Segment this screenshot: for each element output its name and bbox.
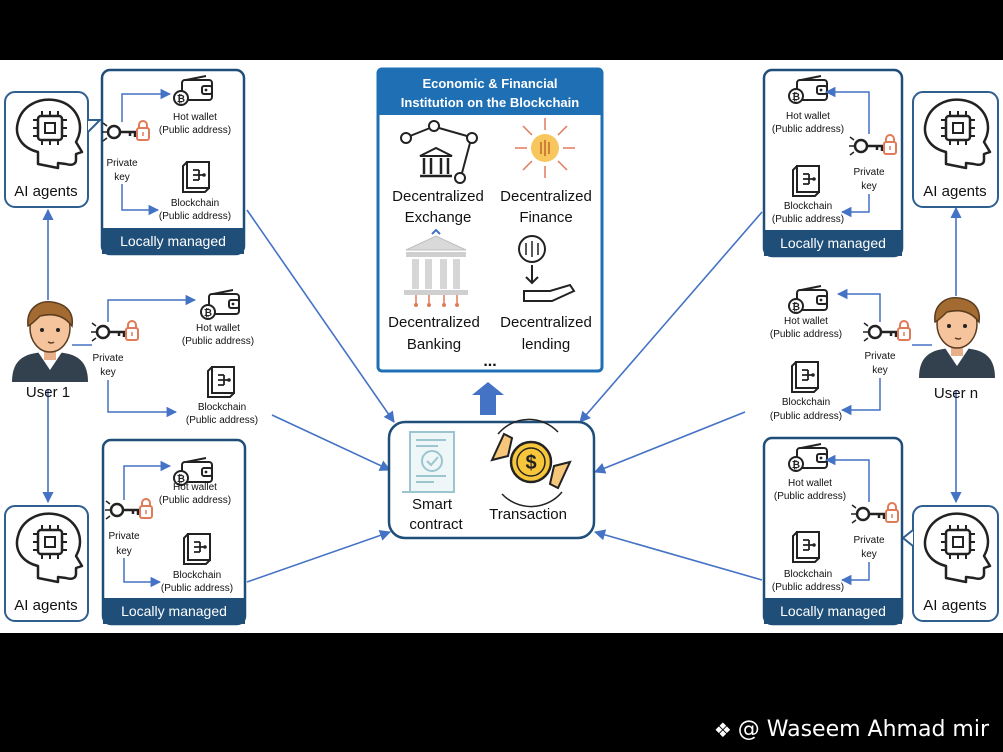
- banking-line1: Decentralized: [388, 314, 480, 331]
- wallet-panel-bottom-left: Locally managed Hot wallet (Public addre…: [101, 438, 247, 626]
- ai-agents-label: AI agents: [14, 183, 77, 200]
- institution-title-line1: Economic & Financial: [422, 76, 557, 91]
- hot-wallet-label: Hot wallet: [196, 323, 240, 334]
- lending-hand-icon: [518, 235, 576, 302]
- hub-panel: Smart contract $ Transaction: [387, 418, 596, 540]
- wallet-group-middle-left: Hot wallet (Public address) Private key …: [89, 289, 258, 426]
- key-label: key: [114, 172, 130, 183]
- finance-line2: Finance: [519, 209, 572, 226]
- key-label: key: [872, 365, 888, 376]
- private-label: Private: [106, 158, 138, 169]
- wallet-group-middle-right: Hot wallet (Public address) Private key …: [770, 285, 912, 422]
- lending-line1: Decentralized: [500, 314, 592, 331]
- public-address-label: (Public address): [772, 124, 844, 135]
- watermark-text: @ Waseem Ahmad mir: [737, 717, 989, 742]
- public-address-label: (Public address): [159, 495, 231, 506]
- public-address-label: (Public address): [186, 415, 258, 426]
- exchange-network-icon: [400, 120, 478, 184]
- user-1-label: User 1: [26, 384, 70, 401]
- public-address-label: (Public address): [159, 125, 231, 136]
- private-label: Private: [853, 535, 885, 546]
- locally-managed-label: Locally managed: [780, 603, 886, 619]
- wallet-panel-top-left: Locally managed Hot wallet (Public addre…: [100, 68, 246, 256]
- hot-wallet-label: Hot wallet: [173, 482, 217, 493]
- connection-arrows: [42, 206, 962, 583]
- public-address-label: (Public address): [182, 336, 254, 347]
- coin-icon: [788, 298, 804, 314]
- ai-agents-box-bottom-left: AI agents: [4, 505, 89, 622]
- finance-bulb-icon: [515, 118, 575, 178]
- hot-wallet-label: Hot wallet: [788, 478, 832, 489]
- public-address-label: (Public address): [772, 214, 844, 225]
- lending-line2: lending: [522, 336, 570, 353]
- blockchain-icon: [791, 361, 819, 393]
- exchange-line1: Decentralized: [392, 188, 484, 205]
- hot-wallet-label: Hot wallet: [784, 316, 828, 327]
- private-label: Private: [108, 531, 140, 542]
- wallet-panel-top-right: Locally managed Hot wallet (Public addre…: [762, 68, 904, 258]
- user-avatar-icon: [918, 296, 996, 379]
- ai-agents-label: AI agents: [923, 597, 986, 614]
- hot-wallet-label: Hot wallet: [786, 111, 830, 122]
- private-label: Private: [864, 351, 896, 362]
- smart-contract-icon: [402, 431, 455, 493]
- ai-agents-box-top-right: AI agents: [912, 91, 999, 208]
- public-address-label: (Public address): [774, 491, 846, 502]
- banking-line2: Banking: [407, 336, 461, 353]
- private-key-icon: [89, 319, 140, 343]
- private-label: Private: [92, 353, 124, 364]
- coin-icon: [173, 90, 189, 106]
- public-address-label: (Public address): [161, 583, 233, 594]
- locally-managed-label: Locally managed: [780, 235, 886, 251]
- diagram-canvas: ₿: [0, 60, 1003, 633]
- key-label: key: [100, 367, 116, 378]
- ai-agents-label: AI agents: [14, 597, 77, 614]
- public-address-label: (Public address): [159, 211, 231, 222]
- key-label: key: [116, 546, 132, 557]
- up-arrow: [472, 382, 504, 415]
- key-label: key: [861, 549, 877, 560]
- finance-line1: Decentralized: [500, 188, 592, 205]
- transaction-label: Transaction: [489, 506, 567, 523]
- wallet-panel-bottom-right: Locally managed Hot wallet (Public addre…: [762, 436, 904, 626]
- key-label: key: [861, 181, 877, 192]
- diamond-logo-icon: ❖: [713, 717, 732, 742]
- exchange-line2: Exchange: [405, 209, 472, 226]
- blockchain-label: Blockchain: [171, 198, 219, 209]
- blockchain-label: Blockchain: [173, 570, 221, 581]
- bank-building-icon: [404, 228, 468, 307]
- more-ellipsis: ...: [483, 353, 496, 370]
- institution-title-line2: Institution on the Blockchain: [401, 95, 579, 110]
- ai-agents-label: AI agents: [923, 183, 986, 200]
- coin-icon: [788, 88, 804, 104]
- locally-managed-label: Locally managed: [120, 233, 226, 249]
- locally-managed-label: Locally managed: [121, 603, 227, 619]
- coin-icon: [788, 456, 804, 472]
- ai-agents-box-bottom-right: AI agents: [901, 505, 999, 622]
- public-address-label: (Public address): [770, 411, 842, 422]
- public-address-label: (Public address): [770, 329, 842, 340]
- blockchain-label: Blockchain: [784, 201, 832, 212]
- institution-panel: Economic & Financial Institution on the …: [376, 67, 604, 373]
- hot-wallet-label: Hot wallet: [173, 112, 217, 123]
- blockchain-label: Blockchain: [198, 402, 246, 413]
- private-key-icon: [861, 319, 912, 343]
- private-label: Private: [853, 167, 885, 178]
- smart-line1: Smart: [412, 496, 453, 513]
- ai-agents-box-top-left: AI agents: [4, 91, 103, 208]
- transaction-coin-icon: $: [490, 418, 572, 508]
- public-address-label: (Public address): [772, 582, 844, 593]
- user-1: User 1: [11, 300, 89, 401]
- svg-text:$: $: [525, 452, 536, 474]
- blockchain-label: Blockchain: [782, 397, 830, 408]
- user-n-label: User n: [934, 385, 978, 402]
- user-n: User n: [918, 296, 996, 402]
- blockchain-label: Blockchain: [784, 569, 832, 580]
- watermark: ❖ @ Waseem Ahmad mir: [714, 717, 989, 742]
- user-avatar-icon: [11, 300, 89, 383]
- coin-icon: [200, 304, 216, 320]
- smart-line2: contract: [409, 516, 463, 533]
- blockchain-icon: [207, 366, 235, 398]
